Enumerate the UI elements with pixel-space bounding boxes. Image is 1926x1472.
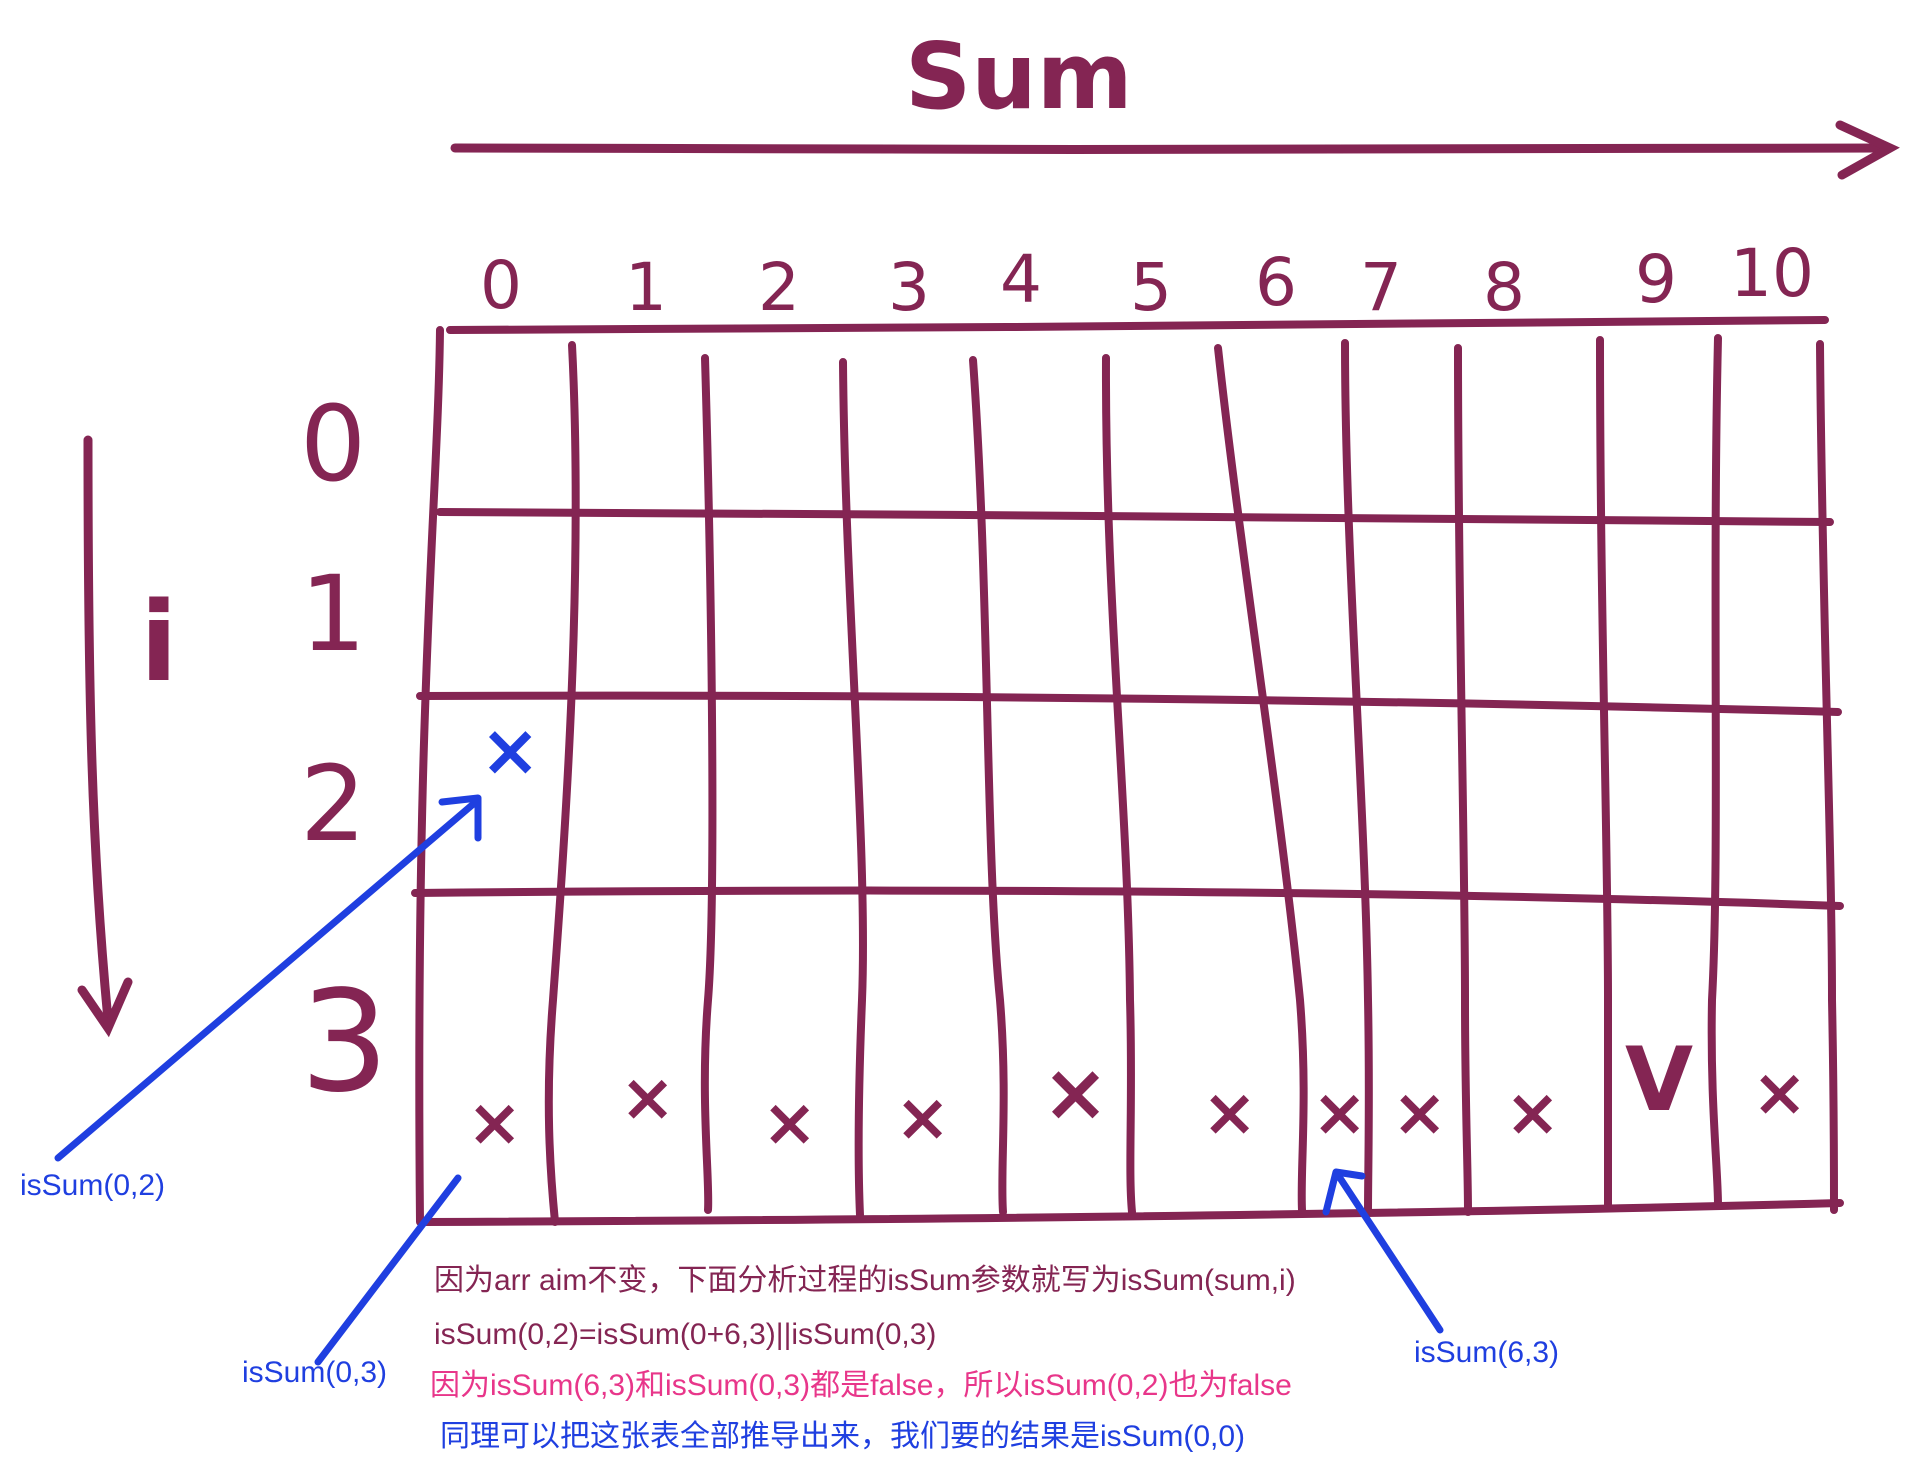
arrow-to-cell-6-3 (1336, 1174, 1444, 1334)
grid-top-line (446, 316, 1829, 334)
callout-issum-6-3: isSum(6,3) (1414, 1336, 1559, 1369)
col-header: 2 (758, 249, 800, 326)
row-header: 0 (300, 383, 366, 505)
grid-row-line (416, 691, 1842, 716)
grid-col-line (1454, 344, 1472, 1216)
arrow-head-6-3 (1322, 1168, 1366, 1216)
grid-col-line (700, 354, 717, 1214)
grid-col-line (1596, 336, 1613, 1212)
cell-mark: × (1042, 1046, 1109, 1139)
cell-mark: × (1505, 1074, 1560, 1151)
dp-grid (411, 316, 1844, 1226)
callout-issum-0-3: isSum(0,3) (242, 1356, 387, 1389)
grid-col-line (1707, 334, 1722, 1209)
i-axis-arrow (77, 435, 133, 1038)
grid-col-line (1341, 339, 1373, 1216)
col-header: 7 (1360, 249, 1402, 326)
row-header: 3 (300, 961, 389, 1124)
grid-col-line (1816, 340, 1838, 1214)
grid-bottom-line (421, 1199, 1844, 1226)
col-header: 10 (1730, 235, 1814, 312)
note-line-1: 因为arr aim不变，下面分析过程的isSum参数就写为isSum(sum,i… (434, 1264, 1296, 1297)
callout-issum-0-2: isSum(0,2) (20, 1169, 165, 1202)
arrow-to-cell-0-2 (54, 796, 482, 1162)
grid-col-line (544, 341, 580, 1226)
cell-0-2-mark: × (480, 708, 540, 792)
grid-row-line (411, 886, 1844, 910)
note-line-2: isSum(0,2)=isSum(0+6,3)||isSum(0,3) (434, 1318, 936, 1351)
arrow-from-cell-0-3 (314, 1174, 462, 1366)
arrow-head-0-2 (438, 794, 482, 842)
callout-arrows (54, 794, 1444, 1366)
row-header: 1 (300, 553, 366, 675)
grid-col-line (1101, 354, 1136, 1216)
cell-mark: × (1202, 1074, 1257, 1151)
row-header: 2 (300, 743, 366, 865)
col-header: 3 (888, 249, 930, 326)
col-header: 8 (1483, 249, 1525, 326)
cell-mark: × (1392, 1074, 1447, 1151)
col-header: 6 (1255, 244, 1297, 321)
i-axis-label: i (140, 578, 178, 706)
cell-mark: V (1625, 1028, 1693, 1131)
cell-mark: × (895, 1079, 950, 1156)
sum-axis-arrow (450, 120, 1900, 180)
sum-axis-label: Sum (905, 23, 1133, 130)
grid-col-line (969, 356, 1008, 1216)
grid-col-line (839, 358, 867, 1219)
col-header: 0 (480, 247, 522, 324)
cell-mark: × (762, 1084, 817, 1161)
cell-mark: × (1752, 1054, 1807, 1131)
col-header: 4 (1000, 241, 1042, 318)
grid-col-line (415, 326, 444, 1226)
note-line-3: 因为isSum(6,3)和isSum(0,3)都是false，所以isSum(0… (430, 1369, 1292, 1402)
col-header: 9 (1635, 241, 1677, 318)
sum-column-headers: 0 1 2 3 4 5 6 7 8 9 10 (480, 235, 1814, 326)
row3-marks: × × × × × × × × × V × (467, 1028, 1807, 1161)
col-header: 1 (625, 249, 667, 326)
cell-mark: × (1312, 1074, 1367, 1151)
i-row-headers: 0 1 2 3 (300, 383, 389, 1124)
col-header: 5 (1130, 249, 1172, 326)
cell-mark: × (467, 1084, 522, 1161)
cell-mark: × (620, 1059, 675, 1136)
grid-col-line (1214, 344, 1308, 1214)
grid-row-line (436, 508, 1834, 526)
note-line-4: 同理可以把这张表全部推导出来，我们要的结果是isSum(0,0) (440, 1420, 1245, 1453)
